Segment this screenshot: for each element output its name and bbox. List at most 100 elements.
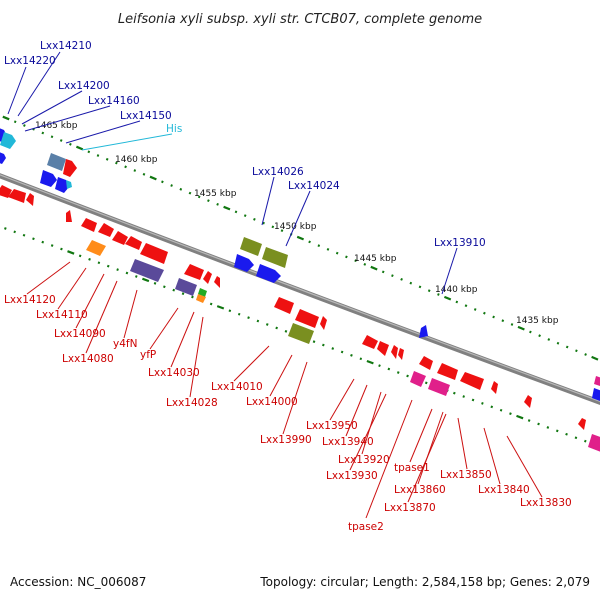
lower-tick <box>424 381 428 385</box>
callout-line-lxx13990 <box>282 361 308 435</box>
upper-tick <box>87 150 91 154</box>
callout-line-lxx14024 <box>285 190 311 247</box>
lower-tick <box>88 257 91 261</box>
gene-lxx14220 <box>0 128 6 142</box>
map-title: Leifsonia xyli subsp. xyli str. CTCB07, … <box>118 12 482 27</box>
upper-tick <box>170 184 173 187</box>
gene-reverse-c <box>26 193 34 206</box>
lower-tick <box>471 398 475 402</box>
upper-tick <box>492 315 495 319</box>
callout-line-lxx14028 <box>189 316 204 398</box>
lower-tick <box>116 268 119 271</box>
gene-tpase1 <box>410 371 426 387</box>
gene-reverse-x <box>524 395 532 408</box>
label-lxx13850: Lxx13850 <box>440 469 492 481</box>
lower-tick <box>50 244 54 247</box>
callout-line-lxx14000 <box>269 354 293 397</box>
upper-tick <box>565 345 569 349</box>
label-lxx14110: Lxx14110 <box>36 309 88 321</box>
label-lxx14150: Lxx14150 <box>120 110 172 122</box>
label-lxx14160: Lxx14160 <box>88 95 140 107</box>
label-lxx13990: Lxx13990 <box>260 434 312 446</box>
label-lxx14220: Lxx14220 <box>4 55 56 67</box>
label-lxx13830: Lxx13830 <box>520 497 572 509</box>
lower-tick <box>60 247 63 251</box>
gene-forward-a <box>40 170 57 187</box>
lower-tick <box>490 405 494 409</box>
callout-line-lxx13910 <box>441 247 458 295</box>
gene-forward-b <box>55 177 69 193</box>
upper-tick <box>13 120 17 124</box>
upper-tick <box>2 115 10 121</box>
gene-reverse-o <box>320 316 327 330</box>
upper-tick <box>216 202 219 206</box>
upper-tick <box>354 259 357 263</box>
genome-backbone-highlight <box>0 174 600 402</box>
forward-strand-genes <box>0 128 600 401</box>
upper-tick <box>391 274 394 278</box>
label-lxx14120: Lxx14120 <box>4 294 56 306</box>
callout-line-lxx14030 <box>170 311 195 368</box>
gene-lxx14028 <box>196 294 206 303</box>
upper-tick <box>253 217 256 221</box>
gene-reverse-k <box>203 271 212 284</box>
upper-tick <box>464 304 468 308</box>
lower-tick <box>191 295 194 299</box>
label-lxx14090: Lxx14090 <box>54 328 106 340</box>
gene-reverse-n <box>295 309 319 328</box>
upper-tick <box>501 319 505 323</box>
callout-line-lxx14120 <box>26 261 71 295</box>
label-lxx14000: Lxx14000 <box>246 396 298 408</box>
upper-tick <box>517 325 525 331</box>
gene-reverse-f <box>98 223 114 237</box>
label-y4fn: y4fN <box>113 338 137 350</box>
upper-tick <box>584 353 587 356</box>
lower-tick <box>340 350 344 354</box>
gene-lxx14160 <box>47 153 66 171</box>
gene-lxx14080 <box>130 259 164 282</box>
lower-tick <box>209 302 213 306</box>
upper-tick <box>234 210 238 214</box>
upper-tick <box>197 195 201 199</box>
genome-backbone <box>0 173 600 405</box>
lower-tick <box>537 422 540 426</box>
upper-tick <box>317 244 321 248</box>
top-callout-lines <box>7 51 458 295</box>
gene-reverse-w <box>491 381 498 394</box>
gene-lxx13860 <box>428 378 450 396</box>
callout-line-lxx14150 <box>65 120 141 144</box>
upper-tick <box>188 191 192 195</box>
gene-yfp <box>198 288 207 297</box>
upper-tick <box>335 251 339 255</box>
callout-line-his <box>81 133 173 151</box>
label-lxx14010: Lxx14010 <box>211 381 263 393</box>
lower-tick <box>406 374 409 378</box>
gene-reverse-v <box>460 372 484 390</box>
lower-tick <box>387 367 391 371</box>
gene-reverse-r <box>391 345 398 359</box>
upper-tick <box>124 165 127 169</box>
gene-reverse-j <box>184 264 204 280</box>
accession-text: Accession: NC_006087 <box>10 575 146 589</box>
upper-tick <box>96 154 100 157</box>
lower-tick <box>396 371 400 374</box>
lower-tick <box>574 436 578 440</box>
label-lxx13950: Lxx13950 <box>306 420 358 432</box>
label-lxx14030: Lxx14030 <box>148 367 200 379</box>
label-lxx14028: Lxx14028 <box>166 397 218 409</box>
lower-tick <box>359 357 363 361</box>
lower-tick <box>97 261 101 265</box>
lower-tick <box>481 402 484 405</box>
lower-tick <box>462 395 465 398</box>
lower-tick <box>153 281 157 285</box>
upper-tick <box>418 285 422 289</box>
upper-tick <box>556 341 560 345</box>
upper-tick <box>296 235 305 241</box>
gene-lxx14026 <box>240 237 262 256</box>
upper-tick <box>149 175 157 181</box>
lower-tick <box>312 340 316 344</box>
upper-tick <box>575 349 578 353</box>
lower-tick <box>350 353 353 357</box>
callout-line-tpase2 <box>365 399 413 519</box>
reverse-strand-genes <box>0 185 600 452</box>
